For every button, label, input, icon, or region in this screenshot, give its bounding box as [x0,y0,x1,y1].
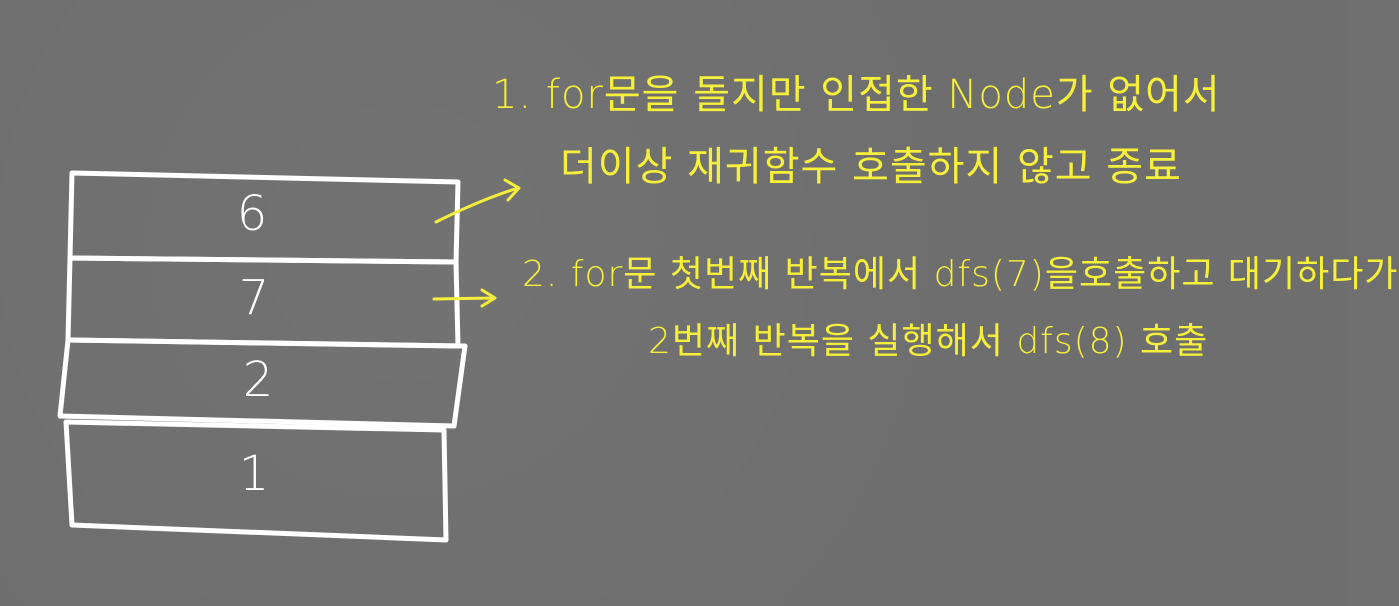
stack-frame-third: 2 [57,337,468,429]
note-2-line-2: 2번째 반복을 실행해서 dfs(8) 호출 [648,321,1209,362]
stack-frame-label: 6 [237,186,268,242]
arrow-line [432,296,496,301]
stack-frame-label: 1 [239,446,270,502]
arrow-to-frame-second [432,288,497,308]
stack-frame-box [63,419,449,543]
stack-frame-label: 7 [239,270,270,326]
arrow-head [503,178,521,202]
stack-frame-top: 6 [67,170,461,265]
arrow-head [480,288,497,308]
call-stack-diagram: 6 7 2 1 [57,170,521,543]
note-1-line-2: 더이상 재귀함수 호출하지 않고 종료 [560,144,1182,190]
arrow-to-frame-top [434,178,521,224]
stack-frame-box [57,337,468,429]
note-1-line-1: 1. for문을 돌지만 인접한 Node가 없어서 [492,72,1221,118]
stack-frame-label: 2 [243,352,274,408]
stack-frame-bottom: 1 [63,419,449,543]
stack-frame-second: 7 [65,255,461,349]
arrow-line [434,186,520,224]
note-2-line-1: 2. for문 첫번째 반복에서 dfs(7)을호출하고 대기하다가 [522,254,1399,295]
